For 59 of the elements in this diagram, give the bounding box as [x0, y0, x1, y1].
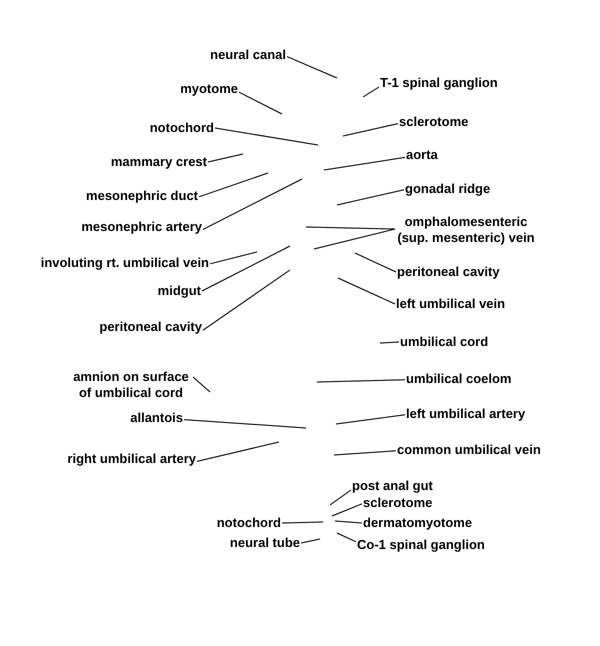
leader-line [238, 92, 282, 114]
leader-line [338, 278, 396, 304]
leader-line [330, 490, 352, 506]
part-label: T-1 spinal ganglion [380, 75, 498, 91]
leader-line [362, 86, 380, 98]
leader-line [196, 442, 280, 462]
leader-line [314, 228, 396, 250]
leader-line [192, 376, 210, 392]
part-label: amnion on surface of umbilical cord [70, 369, 192, 401]
part-label: post anal gut [352, 478, 433, 494]
leader-line [306, 226, 396, 230]
leader-line [334, 520, 362, 524]
leader-line [214, 128, 318, 146]
leader-line [354, 252, 396, 272]
part-label: mammary crest [110, 154, 207, 170]
leader-line [198, 172, 268, 198]
part-label: allantois [130, 410, 183, 426]
leader-line [324, 156, 406, 170]
leader-line [282, 522, 324, 524]
part-label: peritoneal cavity [397, 264, 500, 280]
part-label: dermatomyotome [363, 515, 472, 531]
leader-line [202, 270, 290, 331]
part-label: gonadal ridge [405, 181, 490, 197]
leader-line [184, 419, 306, 428]
leader-line [208, 154, 244, 162]
leader-line [316, 379, 406, 382]
leader-line [332, 503, 362, 516]
part-label: neural tube [230, 535, 300, 551]
part-label: umbilical cord [400, 334, 488, 350]
part-label: left umbilical artery [406, 406, 526, 422]
part-label: neural canal [210, 47, 286, 63]
leader-line [286, 56, 338, 78]
leader-line [380, 342, 400, 344]
part-label: Co-1 spinal ganglion [357, 537, 485, 553]
leader-line [202, 178, 302, 230]
part-label: notochord [216, 515, 281, 531]
leader-line [334, 450, 396, 456]
part-label: sclerotome [363, 495, 432, 511]
part-label: aorta [406, 147, 438, 163]
leader-line [342, 123, 398, 136]
part-label: mesonephric duct [86, 188, 198, 204]
leader-line [202, 246, 290, 292]
leader-line [300, 538, 320, 544]
part-label: notochord [150, 120, 214, 136]
part-label: sclerotome [399, 114, 468, 130]
part-label: common umbilical vein [397, 442, 541, 458]
leader-line [336, 189, 404, 206]
part-label: midgut [158, 283, 201, 299]
part-label: umbilical coelom [406, 371, 512, 387]
part-label: peritoneal cavity [99, 319, 202, 335]
leader-line [336, 414, 406, 424]
part-label: right umbilical artery [67, 451, 196, 467]
part-label: left umbilical vein [396, 296, 506, 312]
leader-line [336, 532, 356, 542]
part-label: omphalomesenteric (sup. mesenteric) vein [396, 214, 536, 246]
part-label: myotome [180, 81, 238, 97]
leader-line [210, 252, 258, 264]
part-label: involuting rt. umbilical vein [40, 255, 209, 271]
part-label: mesonephric artery [81, 219, 202, 235]
